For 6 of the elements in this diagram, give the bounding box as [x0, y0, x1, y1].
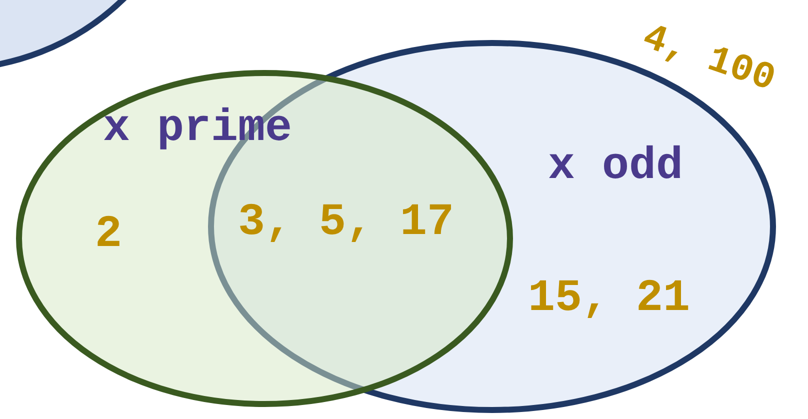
element-values: 4, 100: [638, 19, 780, 100]
set-label: x odd: [548, 144, 684, 189]
element-values: 15, 21: [528, 276, 690, 321]
element-values: 2: [95, 212, 122, 257]
element-values: 3, 5, 17: [238, 200, 454, 245]
set-ellipse: [16, 70, 513, 407]
